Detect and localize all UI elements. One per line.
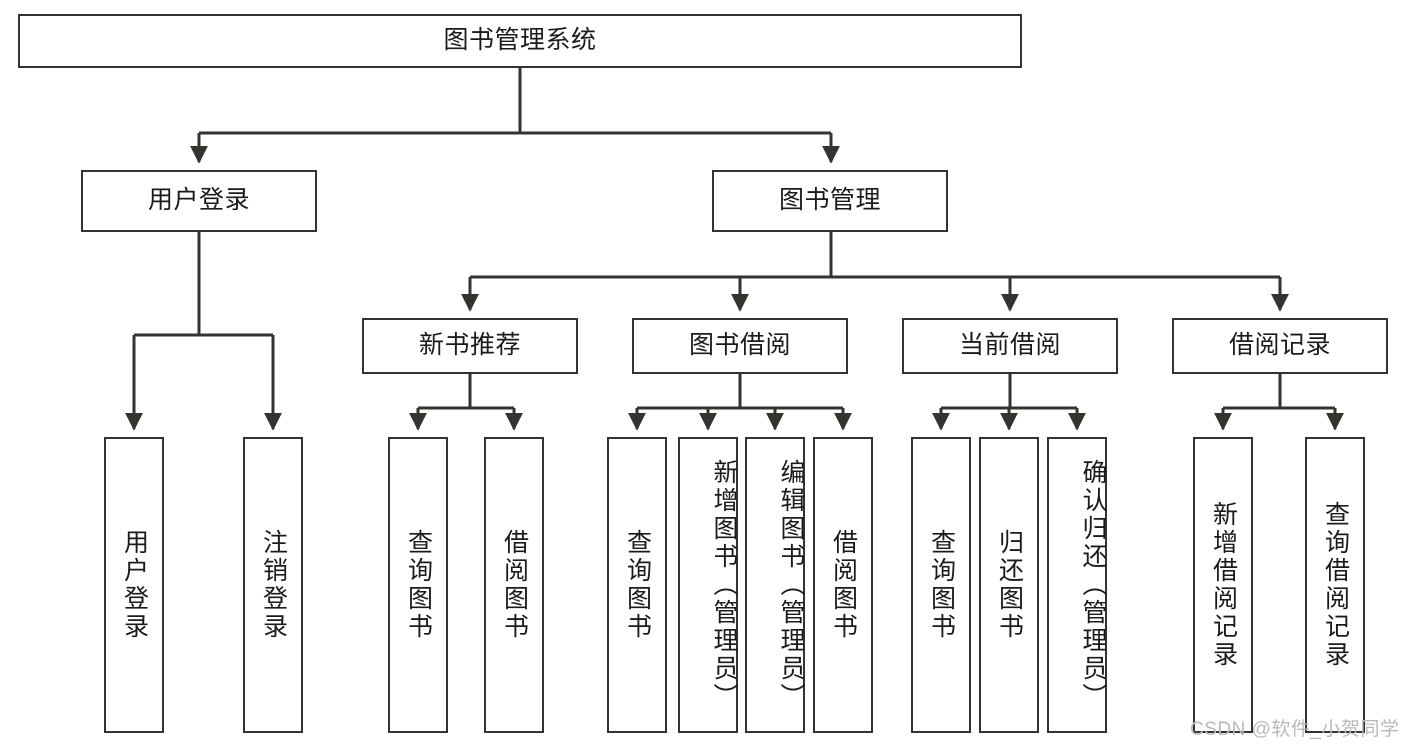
leaf-query-book-recommend-label: 查询图书 — [404, 529, 433, 641]
leaf-add-book-admin[interactable]: 新增图书（管理员） — [678, 437, 738, 733]
leaf-query-book-borrow[interactable]: 查询图书 — [607, 437, 667, 733]
leaf-borrow-book[interactable]: 借阅图书 — [813, 437, 873, 733]
node-borrow-record-label: 借阅记录 — [1228, 331, 1331, 360]
watermark: CSDN @软件_小贺同学 — [1190, 719, 1400, 740]
leaf-return-book-label: 归还图书 — [995, 529, 1024, 641]
leaf-borrow-book-label: 借阅图书 — [829, 529, 858, 641]
leaf-add-borrow-record-label: 新增借阅记录 — [1209, 501, 1238, 669]
node-root-label: 图书管理系统 — [443, 26, 597, 55]
leaf-edit-book-admin[interactable]: 编辑图书（管理员） — [745, 437, 805, 733]
leaf-logout-label: 注销登录 — [259, 529, 288, 641]
leaf-borrow-book-recommend[interactable]: 借阅图书 — [484, 437, 544, 733]
leaf-query-book-recommend[interactable]: 查询图书 — [388, 437, 448, 733]
leaf-query-borrow-record[interactable]: 查询借阅记录 — [1305, 437, 1365, 733]
leaf-user-login[interactable]: 用户登录 — [104, 437, 164, 733]
leaf-confirm-return-admin[interactable]: 确认归还（管理员） — [1047, 437, 1107, 733]
node-root[interactable]: 图书管理系统 — [18, 14, 1022, 68]
node-book-borrow[interactable]: 图书借阅 — [632, 318, 848, 374]
leaf-return-book[interactable]: 归还图书 — [979, 437, 1039, 733]
node-new-book-recommend[interactable]: 新书推荐 — [362, 318, 578, 374]
leaf-add-book-admin-label: 新增图书（管理员） — [710, 459, 738, 711]
node-book-management-label: 图书管理 — [778, 186, 881, 215]
leaf-query-book-borrow-label: 查询图书 — [623, 529, 652, 641]
leaf-confirm-return-admin-label: 确认归还（管理员） — [1079, 459, 1107, 711]
leaf-add-borrow-record[interactable]: 新增借阅记录 — [1193, 437, 1253, 733]
leaf-query-book-current[interactable]: 查询图书 — [911, 437, 971, 733]
node-user-login[interactable]: 用户登录 — [81, 170, 317, 232]
node-user-login-label: 用户登录 — [147, 186, 250, 215]
leaf-edit-book-admin-label: 编辑图书（管理员） — [777, 459, 805, 711]
node-book-borrow-label: 图书借阅 — [688, 331, 791, 360]
leaf-query-book-current-label: 查询图书 — [927, 529, 956, 641]
node-book-management[interactable]: 图书管理 — [712, 170, 948, 232]
node-current-borrow-label: 当前借阅 — [958, 331, 1061, 360]
leaf-query-borrow-record-label: 查询借阅记录 — [1321, 501, 1350, 669]
leaf-user-login-label: 用户登录 — [120, 529, 149, 641]
node-new-book-recommend-label: 新书推荐 — [418, 331, 521, 360]
node-current-borrow[interactable]: 当前借阅 — [902, 318, 1118, 374]
leaf-logout[interactable]: 注销登录 — [243, 437, 303, 733]
leaf-borrow-book-recommend-label: 借阅图书 — [500, 529, 529, 641]
node-borrow-record[interactable]: 借阅记录 — [1172, 318, 1388, 374]
